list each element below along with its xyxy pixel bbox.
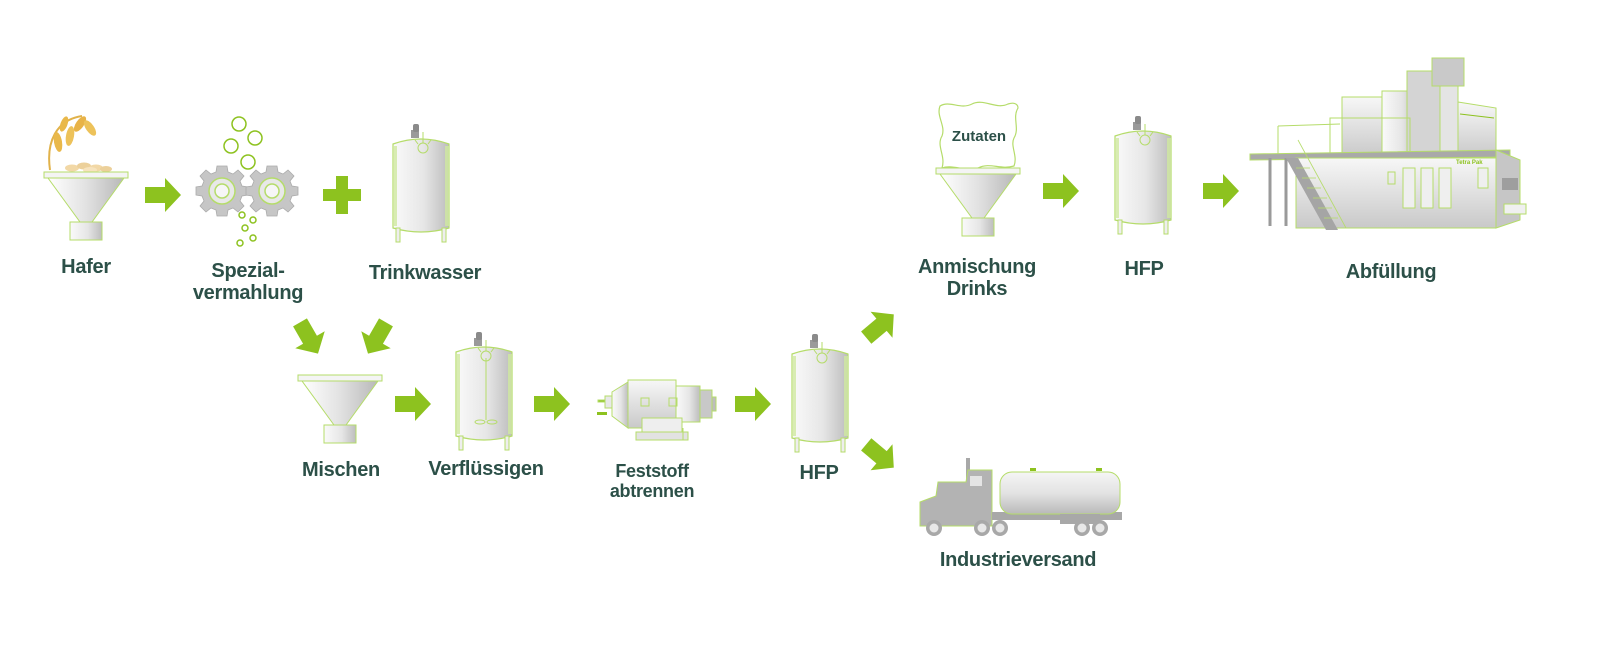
mischen-hopper-icon — [297, 374, 383, 444]
arrow-hfp-to-anmischung — [861, 311, 894, 344]
label-line: Verflüssigen — [428, 458, 544, 480]
verfluessigen-tank-icon — [455, 331, 513, 451]
hfp-tank-icon-1 — [791, 333, 849, 453]
tetra-pak-brand: Tetra Pak — [1456, 160, 1483, 166]
anmischung-hopper-icon — [935, 167, 1021, 237]
label-line: vermahlung — [192, 282, 304, 304]
plus-icon — [323, 176, 361, 214]
arrow-hfp-to-abfuellung — [1203, 174, 1239, 208]
oat-grains-icon — [65, 162, 112, 173]
zutaten-bag-icon — [938, 101, 1019, 170]
arrow-trinkwasser-to-mischen — [361, 318, 393, 354]
label-abfuellung: Abfüllung — [1346, 261, 1437, 283]
label-line: Mischen — [302, 459, 380, 481]
hafer-icon — [43, 115, 129, 241]
label-line: Hafer — [61, 256, 111, 278]
label-anmischung: Anmischung Drinks — [918, 256, 1036, 300]
arrow-vermahlung-to-mischen — [293, 318, 325, 354]
label-hfp-2: HFP — [1124, 258, 1163, 280]
label-verfluessigen: Verflüssigen — [428, 458, 544, 480]
arrow-hfp-to-industrieversand — [861, 438, 894, 471]
label-line: Drinks — [946, 278, 1008, 300]
filling-machine-icon — [1249, 57, 1527, 230]
label-feststoff: Feststoff abtrennen — [609, 461, 695, 501]
oat-stalk-icon — [48, 115, 97, 171]
arrow-mischen-to-verfluessigen — [395, 387, 431, 421]
arrow-anmischung-to-hfp — [1043, 174, 1079, 208]
label-line: abtrennen — [609, 481, 695, 501]
label-line: HFP — [799, 462, 839, 484]
label-line: Trinkwasser — [368, 262, 482, 284]
label-line: Feststoff — [615, 461, 689, 481]
label-line: HFP — [1124, 258, 1164, 280]
label-trinkwasser: Trinkwasser — [368, 262, 482, 284]
arrow-verfluessigen-to-feststoff — [534, 387, 570, 421]
tanker-truck-icon — [919, 458, 1122, 536]
zutaten-bag-label: Zutaten — [951, 128, 1007, 145]
label-line: Anmischung — [917, 256, 1037, 278]
arrow-feststoff-to-hfp — [735, 387, 771, 421]
gears-icon — [195, 116, 299, 247]
label-line: Abfüllung — [1345, 261, 1437, 283]
label-line: Industrieversand — [939, 549, 1097, 571]
label-industrieversand: Industrieversand — [939, 549, 1097, 571]
decanter-centrifuge-icon — [597, 379, 717, 441]
label-hafer: Hafer — [61, 256, 111, 278]
trinkwasser-tank-icon — [392, 123, 450, 243]
label-line: Spezial- — [211, 260, 285, 282]
label-mischen: Mischen — [302, 459, 380, 481]
hfp-tank-icon-2 — [1114, 115, 1172, 235]
label-hfp-1: HFP — [799, 462, 838, 484]
arrow-hafer-to-vermahlung — [145, 178, 181, 212]
label-vermahlung: Spezial- vermahlung — [192, 260, 304, 304]
